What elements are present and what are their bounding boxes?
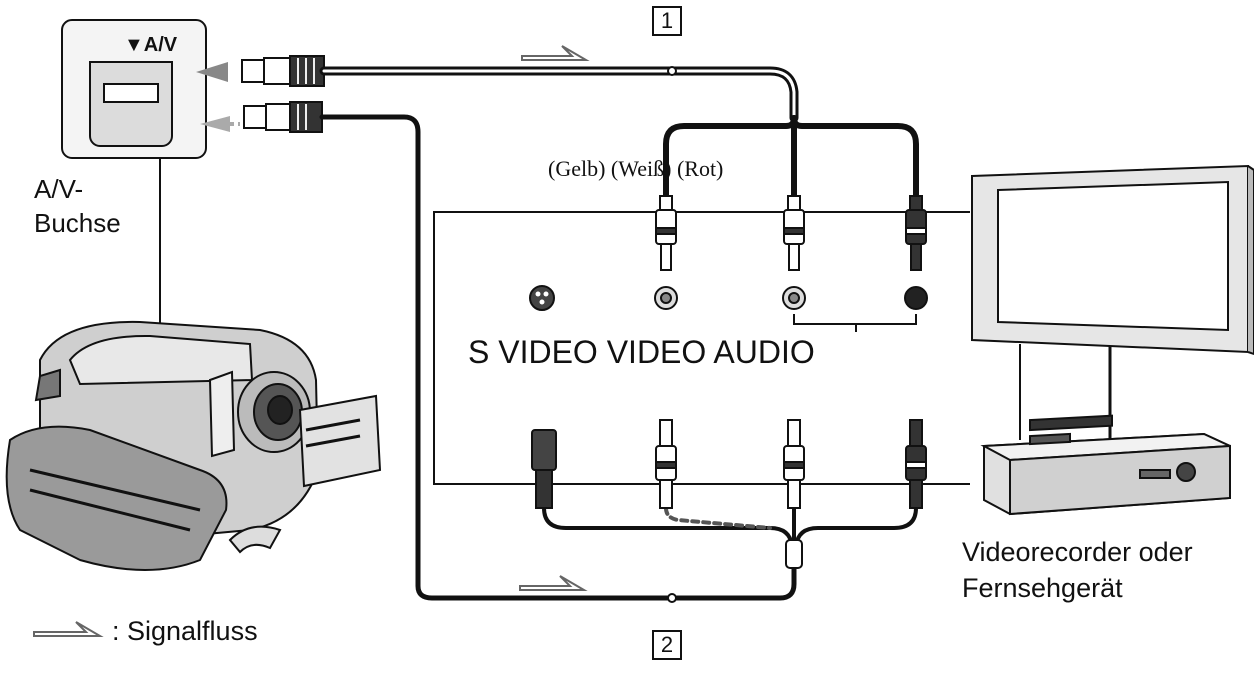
- callout-2: 2: [652, 630, 682, 660]
- vcr-illustration: [980, 414, 1231, 516]
- cable-1: [319, 66, 919, 199]
- signal-flow-arrows: [519, 45, 590, 591]
- legend-arrow-icon: [33, 621, 104, 637]
- tv-illustration: [971, 164, 1254, 356]
- input-labels: S VIDEO VIDEO AUDIO: [468, 334, 815, 370]
- av-plug-top: [241, 55, 325, 87]
- callout-1: 1: [652, 6, 682, 36]
- av-plug-bottom: [243, 101, 323, 133]
- av-jack-symbol-label: ▼A/V: [124, 34, 178, 56]
- device-label-line2: Fernsehgerät: [962, 573, 1123, 603]
- plugs-lower: [531, 419, 927, 509]
- camcorder-illustration: [5, 158, 382, 571]
- av-jack-label-line2: Buchse: [34, 208, 121, 238]
- device-label-line1: Videorecorder oder: [962, 537, 1193, 567]
- av-jack-panel: [61, 19, 207, 159]
- av-jack-label-line1: A/V-: [34, 174, 84, 204]
- cable-2: [319, 114, 918, 603]
- rca-plugs-upper: [655, 195, 927, 271]
- panel-jacks: [529, 285, 928, 332]
- cable-color-labels: (Gelb) (Weiß) (Rot): [548, 156, 724, 181]
- legend-label: : Signalfluss: [112, 616, 258, 646]
- plug-insert-arrows: [196, 62, 240, 132]
